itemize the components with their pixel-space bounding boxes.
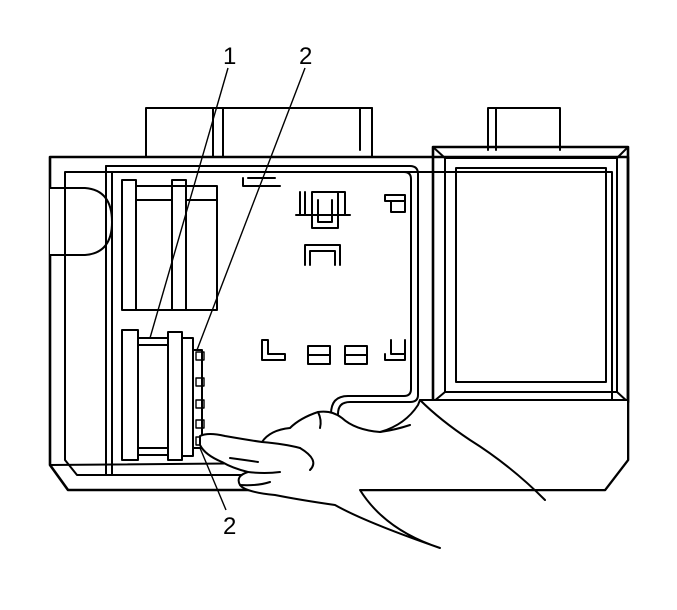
leader-lines [149,67,306,511]
inner-recess [105,165,419,476]
cover-window [431,145,630,404]
recess-details [242,177,406,365]
leader-callout-2-top [196,67,306,351]
callout-1: 1 [223,43,237,70]
top-connector-housings [145,107,561,158]
hand-illustration [199,399,629,549]
lower-connector [121,329,205,461]
upper-relay [121,179,218,311]
callout-2-bottom: 2 [223,513,237,540]
leader-callout-2-bottom [199,447,227,511]
callout-2-top: 2 [299,43,313,70]
leader-callout-1 [149,67,229,339]
